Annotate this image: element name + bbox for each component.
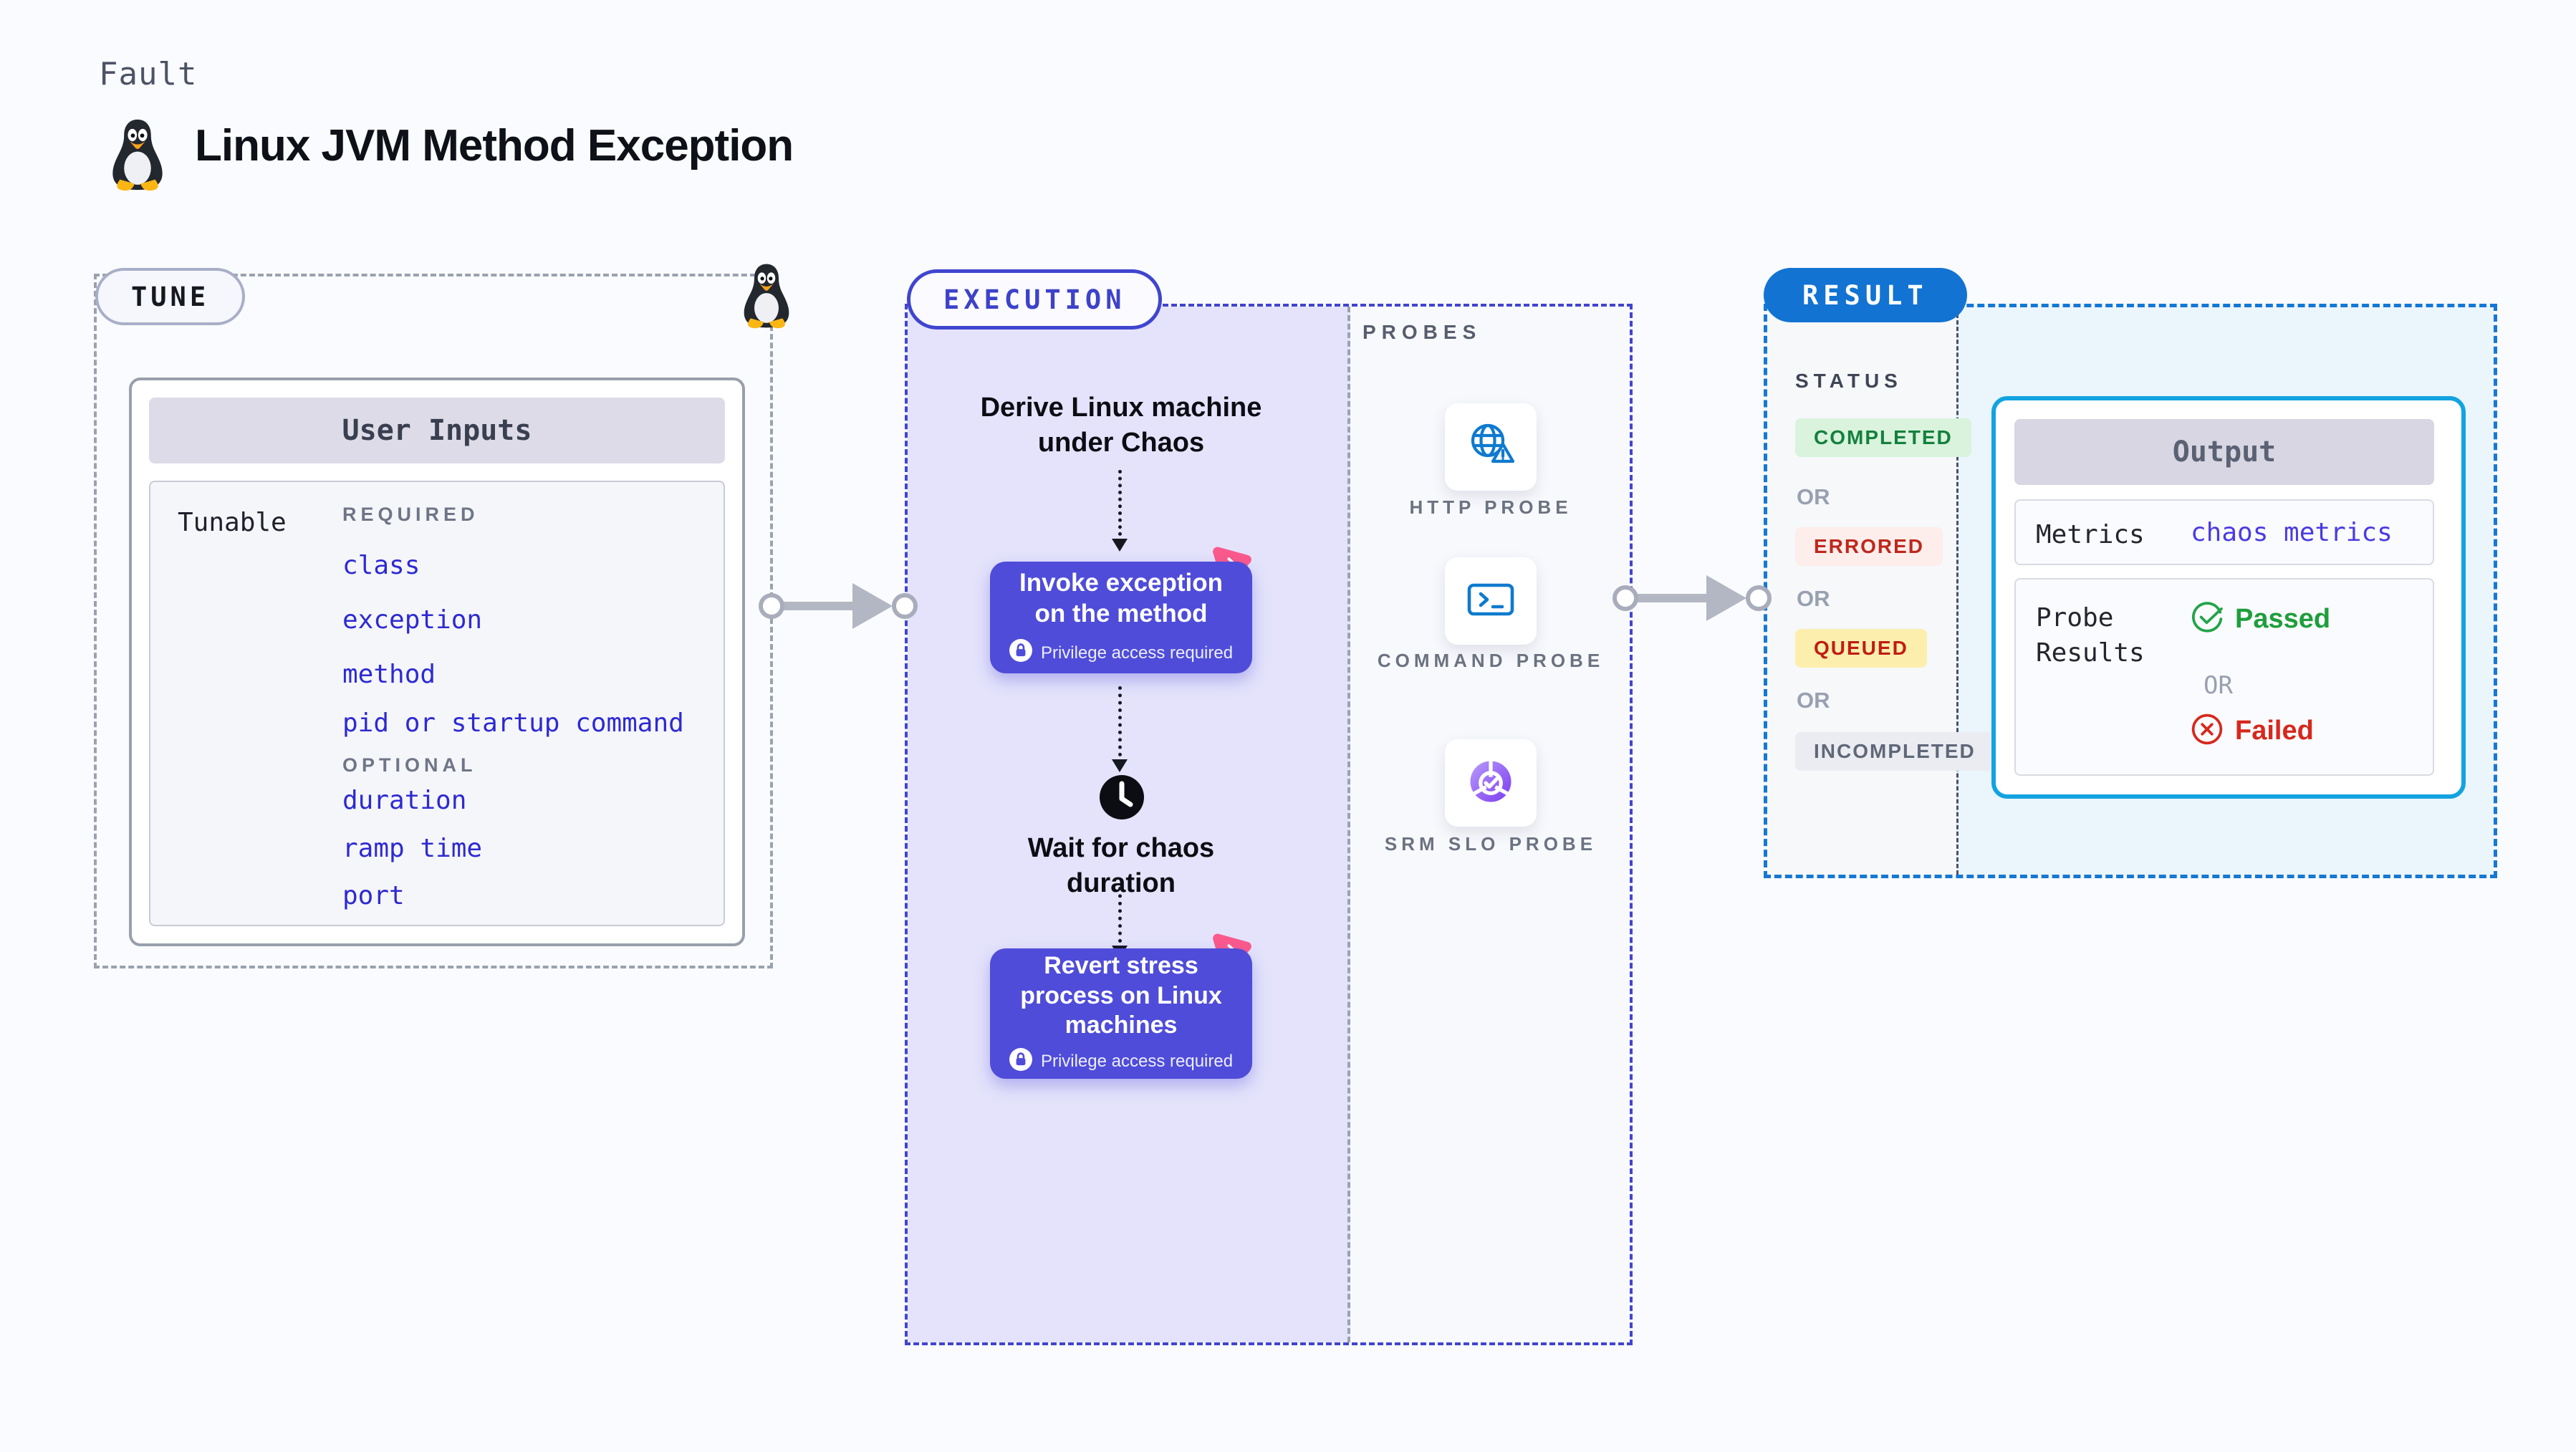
revert-stress-action[interactable]: Revert stress process on Linux machines … [990, 948, 1252, 1079]
clock-icon [1098, 774, 1145, 824]
tux-penguin-icon [738, 262, 795, 330]
arrow-down-icon [1118, 887, 1122, 943]
probe-results-row: Probe Results Passed OR F [2014, 578, 2434, 776]
tunable-port: port [342, 881, 405, 910]
arrow-down-head [1112, 539, 1128, 552]
output-title: Output [2014, 419, 2434, 485]
arrow-down-head [1112, 759, 1128, 772]
metrics-label: Metrics [2036, 520, 2145, 549]
command-probe-card[interactable] [1445, 557, 1537, 645]
connector-dot [1613, 585, 1638, 611]
lock-icon [1009, 1047, 1032, 1076]
failed-text: Failed [2235, 716, 2314, 746]
optional-group-label: OPTIONAL [342, 754, 477, 776]
tunable-duration: duration [342, 786, 467, 815]
privilege-note-text: Privilege access required [1040, 1052, 1234, 1072]
invoke-exception-action[interactable]: Invoke exception on the method Privilege… [990, 562, 1252, 673]
check-circle-icon [2191, 601, 2224, 638]
user-inputs-card: User Inputs Tunable REQUIRED class excep… [129, 378, 745, 946]
tune-section [94, 274, 773, 968]
tunable-pid-or-startup-command: pid or startup command [342, 708, 684, 738]
arrow-right-head [852, 583, 893, 629]
globe-warning-icon [1464, 418, 1518, 476]
tunables-table: Tunable REQUIRED class exception method … [149, 481, 725, 926]
passed-line: Passed [2191, 601, 2330, 638]
action-title: Invoke exception on the method [1019, 568, 1223, 628]
result-badge: RESULT [1764, 268, 1967, 322]
lock-icon [1009, 639, 1032, 667]
action-title: Revert stress process on Linux machines [1020, 952, 1222, 1039]
status-badge-incompleted: INCOMPLETED [1795, 732, 1994, 771]
status-label: STATUS [1795, 370, 1903, 392]
failed-line: Failed [2191, 713, 2314, 749]
probes-label: PROBES [1363, 321, 1482, 343]
output-card: Output Metrics chaos metrics Probe Resul… [1991, 396, 2466, 799]
x-circle-icon [2191, 713, 2224, 749]
tunable-class: class [342, 551, 420, 580]
tune-badge: TUNE [95, 268, 246, 325]
metrics-row: Metrics chaos metrics [2014, 499, 2434, 565]
or-separator: OR [2203, 671, 2233, 700]
passed-text: Passed [2235, 604, 2331, 634]
arrow-down-icon [1118, 686, 1122, 756]
execution-badge: EXECUTION [907, 269, 1163, 330]
connector-dot [759, 593, 784, 619]
arrow-down-icon [1118, 470, 1122, 536]
status-badge-queued: QUEUED [1795, 629, 1927, 668]
required-group-label: REQUIRED [342, 504, 479, 525]
or-separator: OR [1797, 484, 1830, 509]
privilege-note-text: Privilege access required [1040, 643, 1234, 663]
tunable-exception: exception [342, 605, 483, 635]
privilege-note: Privilege access required [1009, 1047, 1234, 1076]
slo-donut-icon [1464, 754, 1518, 812]
srm-slo-probe-card[interactable] [1445, 739, 1537, 827]
status-badge-errored: ERRORED [1795, 527, 1943, 566]
execution-flow-panel [908, 307, 1350, 1342]
arrow-right-icon [778, 602, 861, 610]
arrow-right-icon [1630, 594, 1714, 602]
step-wait-duration: Wait for chaos duration [1027, 833, 1215, 898]
tux-penguin-icon [105, 117, 170, 192]
srm-slo-probe-label: SRM SLO PROBE [1384, 833, 1597, 855]
tunable-ramp-time: ramp time [342, 834, 483, 863]
status-badge-completed: COMPLETED [1795, 418, 1971, 457]
probe-results-label: Probe Results [2036, 603, 2145, 668]
command-probe-label: COMMAND PROBE [1377, 650, 1605, 671]
http-probe-label: HTTP PROBE [1409, 496, 1572, 518]
connector-dot [892, 593, 918, 619]
tunable-row-label: Tunable [178, 508, 287, 537]
http-probe-card[interactable] [1445, 403, 1537, 491]
page-title: Linux JVM Method Exception [195, 121, 794, 170]
terminal-icon [1464, 572, 1518, 630]
user-inputs-title: User Inputs [149, 398, 725, 463]
step-derive-machine: Derive Linux machine under Chaos [980, 393, 1262, 458]
or-separator: OR [1797, 586, 1830, 611]
connector-dot [1746, 585, 1772, 611]
privilege-note: Privilege access required [1009, 639, 1233, 667]
metrics-value-link: chaos metrics [2191, 518, 2393, 547]
tunable-method: method [342, 660, 436, 689]
arrow-right-head [1706, 575, 1746, 621]
fault-kicker: Fault [99, 56, 198, 92]
or-separator: OR [1797, 688, 1830, 713]
